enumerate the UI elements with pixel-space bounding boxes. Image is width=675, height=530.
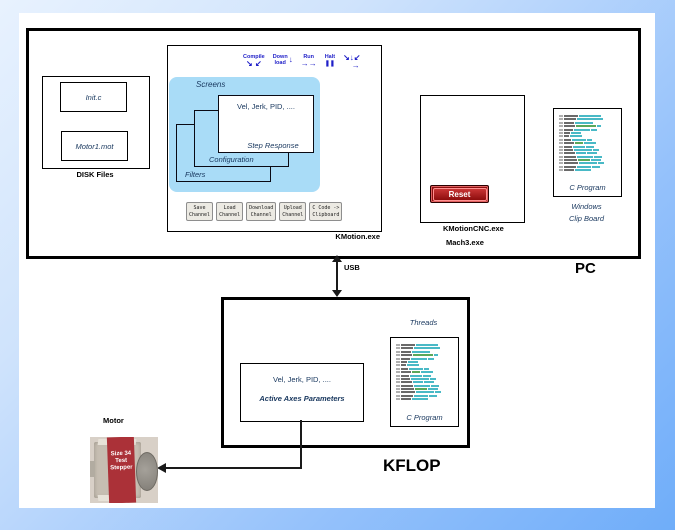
upload-channel-button[interactable]: Upload Channel [279,202,307,221]
motor-connector-vertical [300,420,302,469]
kflop-cprogram-label: C Program [406,413,443,422]
step-response-caption: Step Response [247,141,299,150]
kmotion-label: KMotion.exe [335,232,380,241]
active-axes-caption: Active Axes Parameters [259,394,345,403]
channel-button-row: Save Channel Load Channel Download Chann… [186,202,343,221]
motor-red-band: Size 34 Test Stepper [106,437,137,503]
kmotioncnc-box [420,95,525,223]
mach3-label: Mach3.exe [446,238,484,247]
kmotioncnc-label: KMotionCNC.exe [443,224,504,233]
compile-label: Compile [243,54,265,60]
step-arrow-right-icon: → [351,61,360,70]
motor-end-cap [136,452,158,491]
download-label-1: Down [272,54,288,60]
reset-button[interactable]: Reset [430,185,489,203]
compile-arrows-icon: ↘ ↙ [246,59,262,68]
active-axes-box: Vel, Jerk, PID, .... Active Axes Paramet… [240,363,364,422]
filters-caption: Filters [185,170,206,179]
disk-files-label: DISK Files [76,170,114,179]
download-channel-button[interactable]: Download Channel [246,202,277,221]
clipboard-cprogram-box: C Program [553,108,622,197]
usb-arrow-down-icon [332,290,342,297]
kmotion-toolbar: Compile ↘ ↙ Down load ↓ Run →→ Halt ❚❚ ↘… [243,54,360,70]
halt-button[interactable]: Halt ❚❚ [325,54,335,68]
motor1-mot-label: Motor1.mot [75,141,114,151]
motor-photo: Size 34 Test Stepper [90,437,158,503]
download-arrow-icon: ↓ [288,55,293,64]
reset-button-label: Reset [432,187,487,201]
step-arrows-icon: ↘↓↙ [343,53,361,62]
windows-clipboard-label: Windows Clip Board [568,202,605,223]
kflop-cprogram-box: C Program [390,337,459,427]
axes-title: Vel, Jerk, PID, .... [273,375,331,384]
load-channel-button[interactable]: Load Channel [216,202,244,221]
c-code-snippet [396,344,454,402]
download-label-2: load [274,60,286,66]
motor-arrow-icon [157,463,166,473]
download-button[interactable]: Down load ↓ [273,54,293,66]
screens-label: Screens [196,80,226,89]
init-c-file-box: Init.c [60,82,127,112]
halt-pause-icon: ❚❚ [324,61,335,67]
usb-label: USB [344,263,360,272]
clipboard-cprogram-label: C Program [569,183,606,192]
run-button[interactable]: Run →→ [301,54,317,68]
ccode-clipboard-button[interactable]: C Code -> Clipboard [309,202,343,221]
run-arrows-icon: →→ [300,59,317,68]
c-code-snippet [559,115,617,173]
motor-shaft-left [90,461,95,477]
compile-button[interactable]: Compile ↘ ↙ [243,54,265,68]
motor-connector-horizontal [166,467,302,469]
usb-arrow-up-icon [332,255,342,262]
save-channel-button[interactable]: Save Channel [186,202,214,221]
kflop-label: KFLOP [383,456,441,475]
step-response-window[interactable]: Vel, Jerk, PID, .... Step Response [218,95,314,153]
motor1-mot-file-box: Motor1.mot [61,131,128,161]
pc-label: PC [575,260,596,277]
init-c-label: Init.c [85,92,102,102]
halt-label: Halt [324,54,336,60]
step-button[interactable]: ↘↓↙ → [343,54,360,70]
run-label: Run [303,54,315,60]
vel-jerk-pid-label: Vel, Jerk, PID, .... [237,102,295,111]
configuration-caption: Configuration [209,155,254,164]
motor-label: Motor [103,416,124,425]
usb-connector-line [336,259,338,294]
threads-label: Threads [409,318,438,327]
